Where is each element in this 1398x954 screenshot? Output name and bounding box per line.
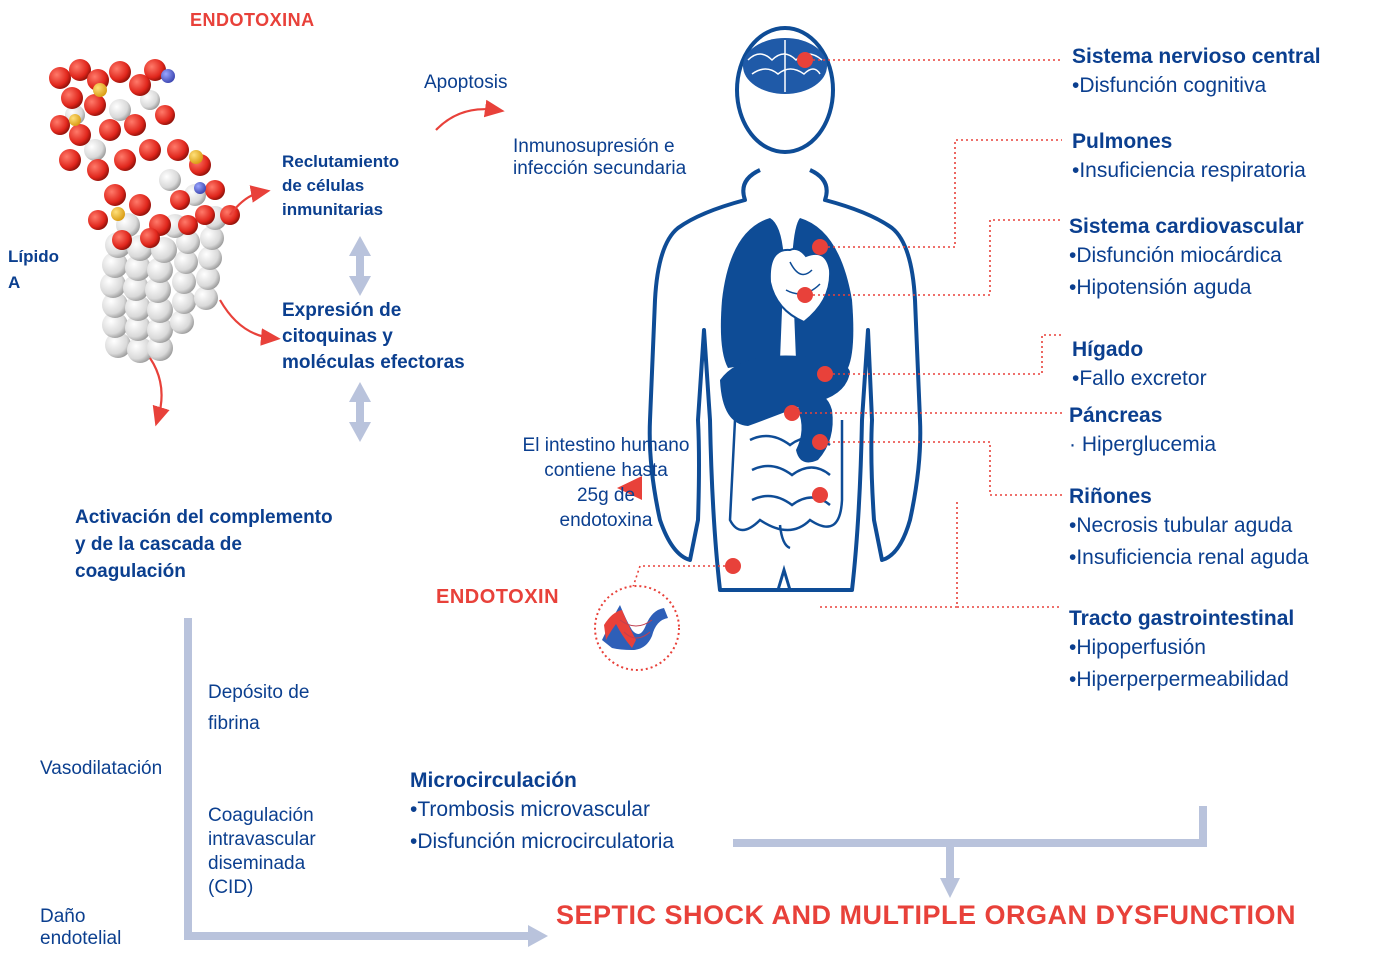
organ-item: •Insuficiencia renal aguda (1069, 542, 1309, 574)
organ-item: •Fallo excretor (1072, 363, 1207, 395)
organ-item: •Disfunción miocárdica (1069, 240, 1304, 272)
cid-label: Coagulación intravascular diseminada (CI… (208, 804, 316, 900)
dano-label: Daño endotelial (40, 906, 121, 950)
lipid-a-molecule-icon (49, 59, 240, 363)
organ-title: Páncreas (1069, 403, 1216, 429)
apoptosis-label: Apoptosis (424, 72, 507, 94)
organ-item: •Insuficiencia respiratoria (1072, 155, 1306, 187)
organ-block-pulmones: Pulmones •Insuficiencia respiratoria (1072, 129, 1306, 187)
organ-block-gastrointestinal: Tracto gastrointestinal •Hipoperfusión •… (1069, 606, 1294, 696)
lipido-a-label: Lípido A (8, 244, 59, 296)
final-outcome-title: SEPTIC SHOCK AND MULTIPLE ORGAN DYSFUNCT… (556, 900, 1296, 931)
deposito-label: Depósito de fibrina (208, 677, 309, 739)
microcirculacion-item: •Disfunción microcirculatoria (410, 826, 674, 858)
organ-block-rinones: Riñones •Necrosis tubular aguda •Insufic… (1069, 484, 1309, 574)
organ-block-snc: Sistema nervioso central •Disfunción cog… (1072, 44, 1321, 102)
organ-item: •Necrosis tubular aguda (1069, 510, 1309, 542)
microcirculacion-title: Microcirculación (410, 768, 674, 794)
organ-title: Sistema nervioso central (1072, 44, 1321, 70)
organ-title: Sistema cardiovascular (1069, 214, 1304, 240)
organ-title: Tracto gastrointestinal (1069, 606, 1294, 632)
expresion-label: Expresión de citoquinas y moléculas efec… (282, 298, 465, 376)
organ-item: · Hiperglucemia (1069, 429, 1216, 461)
reclutamiento-label: Reclutamiento de células inmunitarias (282, 150, 399, 222)
vasodilatacion-label: Vasodilatación (40, 757, 162, 781)
inmunosupresion-label: Inmunosupresión e infección secundaria (513, 136, 686, 180)
microcirculacion-block: Microcirculación •Trombosis microvascula… (410, 768, 674, 858)
microcirculacion-item: •Trombosis microvascular (410, 794, 674, 826)
endotoxin-label: ENDOTOXIN (436, 586, 559, 609)
activacion-label: Activación del complemento y de la casca… (75, 504, 333, 585)
organ-block-higado: Hígado •Fallo excretor (1072, 337, 1207, 395)
organ-item: •Disfunción cognitiva (1072, 70, 1321, 102)
blood-vessel-icon (595, 586, 679, 670)
organ-title: Pulmones (1072, 129, 1306, 155)
organ-title: Hígado (1072, 337, 1207, 363)
organ-title: Riñones (1069, 484, 1309, 510)
organ-block-pancreas: Páncreas · Hiperglucemia (1069, 403, 1216, 461)
intestino-label: El intestino humano contiene hasta 25g d… (490, 433, 722, 533)
organ-item: •Hipotensión aguda (1069, 272, 1304, 304)
organ-block-cardiovascular: Sistema cardiovascular •Disfunción miocá… (1069, 214, 1304, 304)
organ-item: •Hiperperpermeabilidad (1069, 664, 1294, 696)
organ-item: •Hipoperfusión (1069, 632, 1294, 664)
endotoxina-label: ENDOTOXINA (190, 10, 315, 31)
flow-lines (188, 618, 1203, 936)
